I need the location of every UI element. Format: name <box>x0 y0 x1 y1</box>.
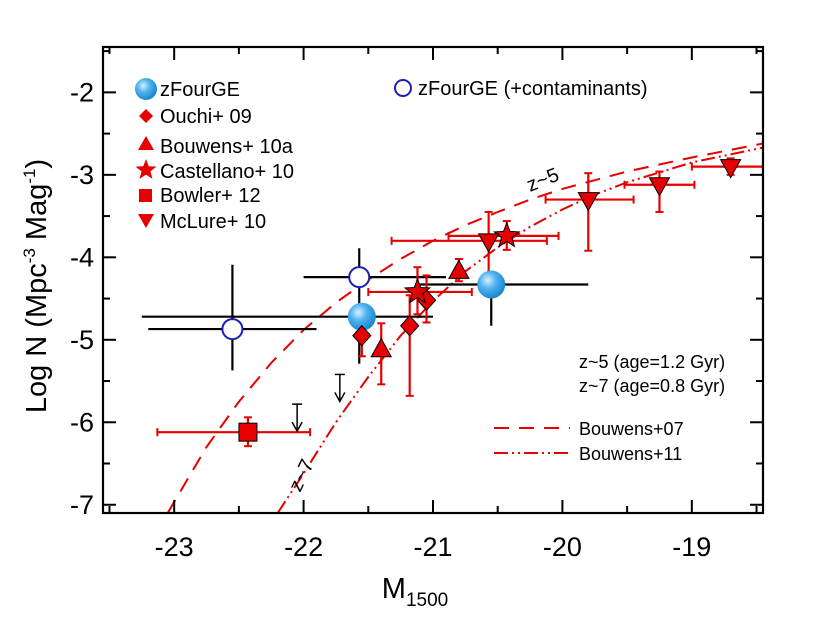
curve-bouwens07 <box>166 142 763 513</box>
y-tick-label: -6 <box>70 407 94 437</box>
legend-marker-mclure <box>138 214 154 228</box>
legend-entry-castellano: Castellano+ 10 <box>135 159 294 183</box>
marker-zfourge_contam <box>221 318 244 341</box>
age-annotation-z7: z~7 (age=0.8 Gyr) <box>579 376 725 396</box>
y-axis-title-end: ) <box>21 159 53 169</box>
legend-entry-zfourge-contam: zFourGE (+contaminants) <box>394 78 648 100</box>
x-tick-label: -19 <box>672 532 711 562</box>
legend-entry-zfourge: zFourGE <box>135 78 240 101</box>
legend-entry-ouchi: Ouchi+ 09 <box>139 106 252 128</box>
marker-mclure <box>477 233 500 253</box>
y-axis-title-sup2: -1 <box>20 169 39 184</box>
legend-label-castellano: Castellano+ 10 <box>160 161 294 183</box>
x-tick-label: -20 <box>543 532 582 562</box>
x-tick-label: -23 <box>155 532 194 562</box>
x-tick-label: -21 <box>413 532 452 562</box>
y-tick-labels: -7 -6 -5 -4 -3 -2 <box>70 77 94 519</box>
axis-ticks <box>103 47 763 513</box>
marker-zfourge_contam <box>348 266 371 289</box>
curve-label-z7: z~7 <box>285 456 319 495</box>
marker-mclure <box>719 159 742 179</box>
legend-marker-bowler <box>139 189 152 202</box>
legend: zFourGE Ouchi+ 09 Bouwens+ 10a Castellan… <box>135 78 648 233</box>
marker-bowler <box>238 422 258 442</box>
x-axis-title-main: M <box>382 573 406 605</box>
legend-marker-bouwens10a <box>138 136 154 150</box>
upper-limit-head <box>291 421 303 433</box>
upper-limit-head <box>334 392 346 403</box>
line-legend-label-bouwens07: Bouwens+07 <box>579 419 684 439</box>
curve-label-z5: z~5 <box>524 164 563 197</box>
marker-ouchi <box>352 324 372 347</box>
legend-label-zfourge: zFourGE <box>160 79 240 101</box>
marker-castellano <box>403 277 432 304</box>
marker-bouwens10a <box>448 259 470 279</box>
marker-ouchi <box>400 315 420 337</box>
marker-bouwens10a <box>370 337 393 358</box>
y-axis-title-sup1: -3 <box>20 248 39 263</box>
marker-mclure <box>648 177 671 197</box>
marker-zfourge <box>477 270 506 299</box>
legend-entry-mclure: McLure+ 10 <box>138 211 266 233</box>
x-tick-labels: -23 -22 -21 -20 -19 <box>155 532 712 562</box>
y-axis-title-mid: Mag <box>21 184 53 248</box>
y-tick-label: -5 <box>70 325 94 355</box>
line-legend: Bouwens+07 Bouwens+11 <box>494 419 684 464</box>
y-tick-label: -4 <box>70 242 94 272</box>
y-tick-label: -7 <box>70 490 94 520</box>
age-annotation-z5: z~5 (age=1.2 Gyr) <box>579 352 725 372</box>
x-axis-title-sub: 1500 <box>406 590 448 611</box>
legend-marker-zfourge-contam <box>394 79 412 97</box>
curve-bouwens11 <box>276 146 763 513</box>
legend-label-bowler: Bowler+ 12 <box>160 185 261 207</box>
y-tick-label: -2 <box>70 77 94 107</box>
marker-zfourge <box>347 302 376 331</box>
upper-limit-arrows <box>291 373 346 433</box>
legend-marker-castellano <box>135 159 157 179</box>
y-axis-title-main: Log N (Mpc <box>21 263 53 413</box>
marker-mclure <box>577 192 600 212</box>
x-axis-title: M1500 <box>382 573 448 611</box>
legend-entry-bouwens10a: Bouwens+ 10a <box>138 136 294 158</box>
legend-marker-ouchi <box>139 109 153 123</box>
y-tick-label: -3 <box>70 160 94 190</box>
legend-label-zfourge-contam: zFourGE (+contaminants) <box>418 78 648 100</box>
legend-entry-bowler: Bowler+ 12 <box>139 185 261 207</box>
data-markers <box>221 159 742 442</box>
legend-label-mclure: McLure+ 10 <box>160 211 266 233</box>
y-axis-title: Log N (Mpc-3 Mag-1) <box>20 159 53 413</box>
marker-castellano <box>493 221 521 248</box>
model-curves <box>166 142 763 513</box>
legend-label-bouwens10a: Bouwens+ 10a <box>160 136 294 158</box>
x-tick-label: -22 <box>284 532 323 562</box>
legend-label-ouchi: Ouchi+ 09 <box>160 106 252 128</box>
line-legend-label-bouwens11: Bouwens+11 <box>579 444 682 464</box>
legend-marker-zfourge <box>135 78 157 100</box>
